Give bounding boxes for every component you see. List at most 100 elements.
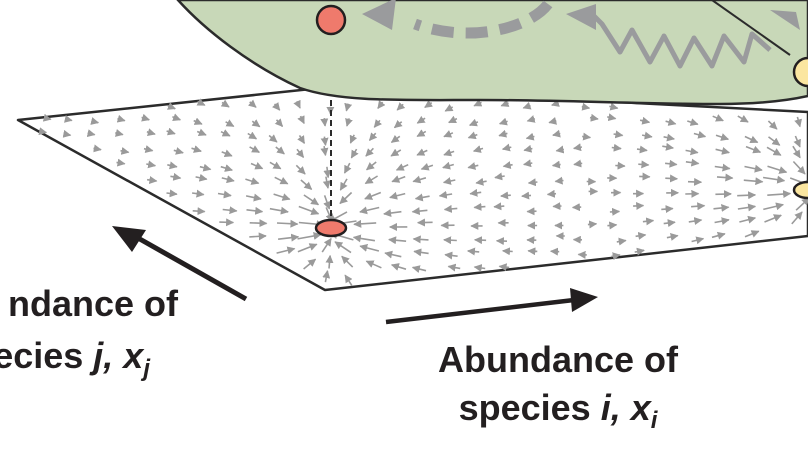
vector-field-arrow [173,147,184,155]
vector-field-arrow [469,188,482,197]
vector-field-arrow [217,190,232,199]
vector-field-arrow [321,237,332,253]
vector-field-arrow [767,120,778,130]
vector-field-arrow [172,113,182,121]
vector-field-arrow [546,189,557,198]
vector-field-arrow [635,231,647,240]
vector-field-arrow [116,114,126,123]
vector-field-arrow [613,130,624,139]
vector-field-arrow [607,113,617,122]
vector-field-arrow [225,119,235,127]
vector-field-arrow [141,113,150,122]
vector-field-arrow [414,193,430,202]
vector-field-arrow [685,147,699,156]
vector-field-arrow [416,115,426,124]
vector-field-arrow [391,175,406,183]
vector-field-arrow [443,204,458,213]
vector-field-arrow [745,145,762,154]
vector-field-arrow [663,133,675,142]
vector-field-arrow [191,189,205,198]
vector-field-arrow [221,149,233,157]
axis-i-prefix: species [459,387,601,428]
axis-j-var: j [89,335,104,376]
vector-field-arrow [322,270,331,283]
vector-field-arrow [359,244,380,252]
vector-field-arrow [341,255,354,268]
vector-field-arrow [303,258,317,270]
vector-field-arrow [249,232,267,241]
vector-field-arrow [589,113,599,122]
vector-field-arrow [687,118,699,126]
vector-field-arrow [494,172,505,181]
vector-field-arrow [767,190,792,199]
vector-field-arrow [473,264,486,272]
vector-field-arrow [739,215,757,224]
vector-field-arrow [42,113,52,122]
vector-field-arrow [245,193,262,202]
vector-field-arrow [633,201,645,210]
vector-field-arrow [525,132,535,141]
vector-field-arrow [792,145,801,159]
vector-field-arrow [615,161,626,170]
vector-field-arrow [420,162,434,171]
vector-field-arrow [368,132,378,142]
vector-field-arrow [390,263,407,271]
axis-j-prefix: ecies [0,335,93,376]
vector-field-arrow [295,148,305,159]
vector-field-arrow [551,99,560,107]
vector-field-arrow [767,165,788,174]
vector-field-arrow [795,197,808,211]
vector-field-arrow [62,129,72,138]
vector-field-arrow [359,206,380,215]
vector-field-arrow [220,99,230,108]
plane-point-yellow [792,180,808,200]
vector-field-arrow [472,145,484,153]
vector-field-arrow [527,247,538,256]
vector-field-arrow [63,114,73,123]
vector-field-arrow [93,144,102,153]
vector-field-arrow [793,135,801,148]
axis-i-sep: , x [610,387,653,428]
vector-field-arrow [273,193,291,201]
vector-field-arrow [390,134,401,144]
axis-j-label-line1: ndance of [8,283,179,324]
vector-field-arrow [523,144,533,153]
vector-field-arrow [365,147,374,157]
vector-field-arrow [522,101,532,110]
vector-field-arrow [349,134,358,144]
axis-j-label-line2: ecies j, xj [0,335,151,382]
vector-field-arrow [473,202,486,211]
vector-field-arrow [577,250,587,259]
vector-field-arrow [687,177,703,186]
vector-field-arrow [581,102,591,111]
vector-field-arrow [641,131,653,140]
vector-field-arrow [791,211,803,225]
vector-field-arrow [713,203,730,212]
vector-field-arrow [345,117,353,127]
vector-field-arrow [245,177,260,185]
dashed-trajectory-arrowhead [362,0,396,30]
vector-field-arrow [412,175,427,184]
vector-field-arrow [297,115,305,125]
vector-field-arrow [521,191,532,200]
vector-field-arrow [693,130,707,139]
vector-field-arrow [339,191,353,205]
vector-field-arrow [383,209,402,217]
zigzag-trajectory [590,12,772,69]
vector-field [38,98,808,286]
vector-field-arrow [170,172,182,181]
vector-field-arrow [246,206,264,215]
vector-field-arrow [636,145,648,154]
vector-field-arrow [389,191,406,200]
vector-field-arrow [297,243,318,253]
vector-field-arrow [639,116,651,125]
vector-field-arrow [634,247,645,256]
vector-field-arrow [611,143,622,152]
vector-field-arrow [334,241,352,254]
vector-field-arrow [665,159,678,168]
axis-i-label-line2: species i, xi [459,387,659,434]
vector-field-arrow [444,104,454,112]
vector-field-arrow [199,163,212,172]
surface-point-yellow [792,56,808,88]
vector-field-arrow [552,129,561,138]
